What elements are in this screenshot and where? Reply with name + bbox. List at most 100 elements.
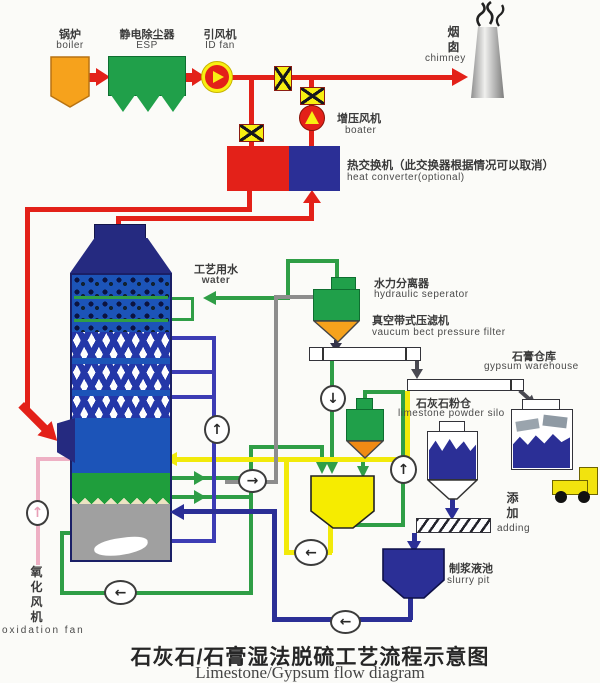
truck-wheel-rear	[555, 491, 567, 503]
spray-suction-line	[168, 539, 216, 543]
label-slurry-pit-zh: 制浆液池	[449, 563, 493, 575]
tower-body	[70, 273, 172, 562]
tower-slurry-level	[72, 473, 170, 504]
label-adding-en: adding	[497, 523, 531, 534]
label-gypsum-warehouse-zh: 石膏仓库	[512, 351, 556, 363]
hx-inlet-valve	[239, 124, 264, 142]
pipe-cyclone1-underflow	[334, 340, 338, 344]
label-limestone-silo-zh: 石灰石粉仓	[416, 398, 471, 410]
tower-packing-1	[72, 332, 170, 358]
label-belt-filter-zh: 真空带式压滤机	[372, 315, 449, 327]
label-id-fan-zh: 引风机	[203, 29, 237, 41]
tower-cap	[94, 224, 146, 239]
label-water-zh: 工艺用水	[194, 264, 238, 276]
tower-sump	[72, 504, 170, 560]
arrow-bleed-2	[194, 490, 206, 504]
hydrocyclone-2-body	[346, 409, 384, 441]
bleed-pump: →	[238, 469, 267, 493]
pipe-esp-to-idfan	[184, 73, 193, 82]
pipe-bleed-to-separator	[274, 295, 314, 299]
filtrate-return-pump: ←	[294, 539, 328, 566]
pipe-hx-to-tower-vertical	[25, 207, 30, 409]
pipe-cyclone2-feed-horizontal	[363, 390, 405, 394]
arrow-bleed-1	[194, 471, 206, 485]
fan-up-icon: ↑	[31, 505, 44, 521]
pump-left-icon: ←	[305, 544, 317, 561]
label-boiler-en: boiler	[56, 40, 84, 51]
booster-fan-blade-icon	[305, 111, 319, 124]
pump-right-icon: →	[246, 473, 259, 489]
spray-header-2	[168, 370, 216, 374]
label-limestone-silo-en: limestone powder silo	[398, 408, 505, 419]
hydrocyclone-1-body	[313, 289, 360, 321]
arrow-slurry-into-tower	[170, 504, 184, 520]
slurry-feed-pump: ←	[330, 610, 361, 634]
tower-packing-2	[72, 364, 170, 390]
pipe-tank-return-up	[284, 458, 289, 554]
spray-level-line-2	[74, 319, 168, 322]
limestone-silo-fill	[429, 439, 476, 479]
tower-spray-zone	[72, 275, 170, 332]
pump-left-icon: ←	[339, 614, 352, 630]
forklift-truck	[550, 465, 600, 505]
water-distributor-top	[168, 297, 194, 300]
label-slurry-pit-en: slurry pit	[447, 575, 490, 586]
label-belt-filter-en: vaucum bect pressure filter	[372, 327, 506, 338]
pipe-belt1-to-belt2	[415, 361, 419, 370]
pipe-oxidation-loop-bottom	[60, 591, 252, 595]
tower-shoulder	[70, 238, 172, 273]
diagram-title-en: Limestone/Gypsum flow diagram	[195, 663, 425, 682]
spray-header-1	[168, 336, 216, 340]
oxidation-fan-symbol: ↑	[26, 500, 49, 526]
arrow-into-hx-blue	[303, 190, 321, 203]
pipe-fluegas-main-horizontal	[231, 75, 453, 80]
arrow-belt1-to-belt2	[411, 369, 423, 379]
pump-down-icon: ↓	[327, 390, 339, 407]
id-fan	[201, 61, 233, 93]
pipe-pit-stem	[408, 596, 413, 620]
pipe-hx-to-tower-horizontal	[25, 207, 252, 212]
pipe-water-top	[286, 259, 338, 263]
pipe-tower-outlet-stub	[116, 217, 121, 226]
label-hx-zh: 热交换机（此交换器根据情况可以取消）	[347, 160, 554, 172]
pipe-conveyor-to-pit	[412, 533, 417, 542]
vacuum-belt-filter	[309, 347, 421, 361]
esp-hopper-1	[111, 95, 135, 112]
spray-header-3	[168, 395, 216, 399]
pipe-tower-bleed-1	[168, 476, 252, 480]
screw-conveyor	[416, 518, 491, 533]
booster-outlet-valve	[300, 87, 325, 105]
chimney	[471, 27, 504, 98]
pipe-water-vertical	[286, 259, 290, 300]
filter-underflow-pump: ↓	[320, 385, 346, 412]
tower-gas-inlet-notch	[57, 418, 75, 463]
cyclone2-feed-pump: ↑	[390, 455, 417, 484]
pump-left-icon: ←	[114, 584, 127, 601]
water-distributor-right	[191, 297, 194, 321]
spray-recirculation-pump: ↑	[204, 415, 230, 444]
pipe-tower-outlet-horizontal	[116, 216, 314, 221]
label-booster-en: boater	[345, 125, 377, 136]
label-hx-en: heat converter(optional)	[347, 172, 465, 183]
arrow-silo-to-conveyor	[445, 508, 459, 520]
label-adding-zh: 添加	[506, 491, 519, 520]
esp-hopper-2	[136, 95, 160, 112]
pipe-process-water	[214, 296, 288, 300]
pipe-slurry-feed	[184, 509, 277, 514]
smoke-icon	[476, 1, 505, 27]
filtrate-tank	[310, 475, 375, 529]
diagram-title-zh: 石灰石/石膏湿法脱硫工艺流程示意图	[130, 646, 490, 669]
label-chimney-en: chimney	[425, 53, 466, 64]
truck-wheel-front	[578, 491, 590, 503]
absorber-tower	[70, 224, 172, 564]
pipe-filtrate-return	[176, 457, 408, 462]
label-chimney-zh: 烟囱	[447, 25, 460, 54]
gypsum-pile-1	[515, 418, 540, 432]
pipe-oxidation-air-horizontal	[36, 457, 74, 461]
esp-hopper-3	[161, 95, 185, 112]
label-booster-zh: 增压风机	[337, 113, 381, 125]
gypsum-warehouse	[511, 409, 573, 470]
pipe-tower-bleed-2	[168, 495, 252, 499]
id-fan-blade-icon	[213, 71, 224, 83]
label-oxidation-fan-en: oxidation fan	[2, 625, 85, 636]
